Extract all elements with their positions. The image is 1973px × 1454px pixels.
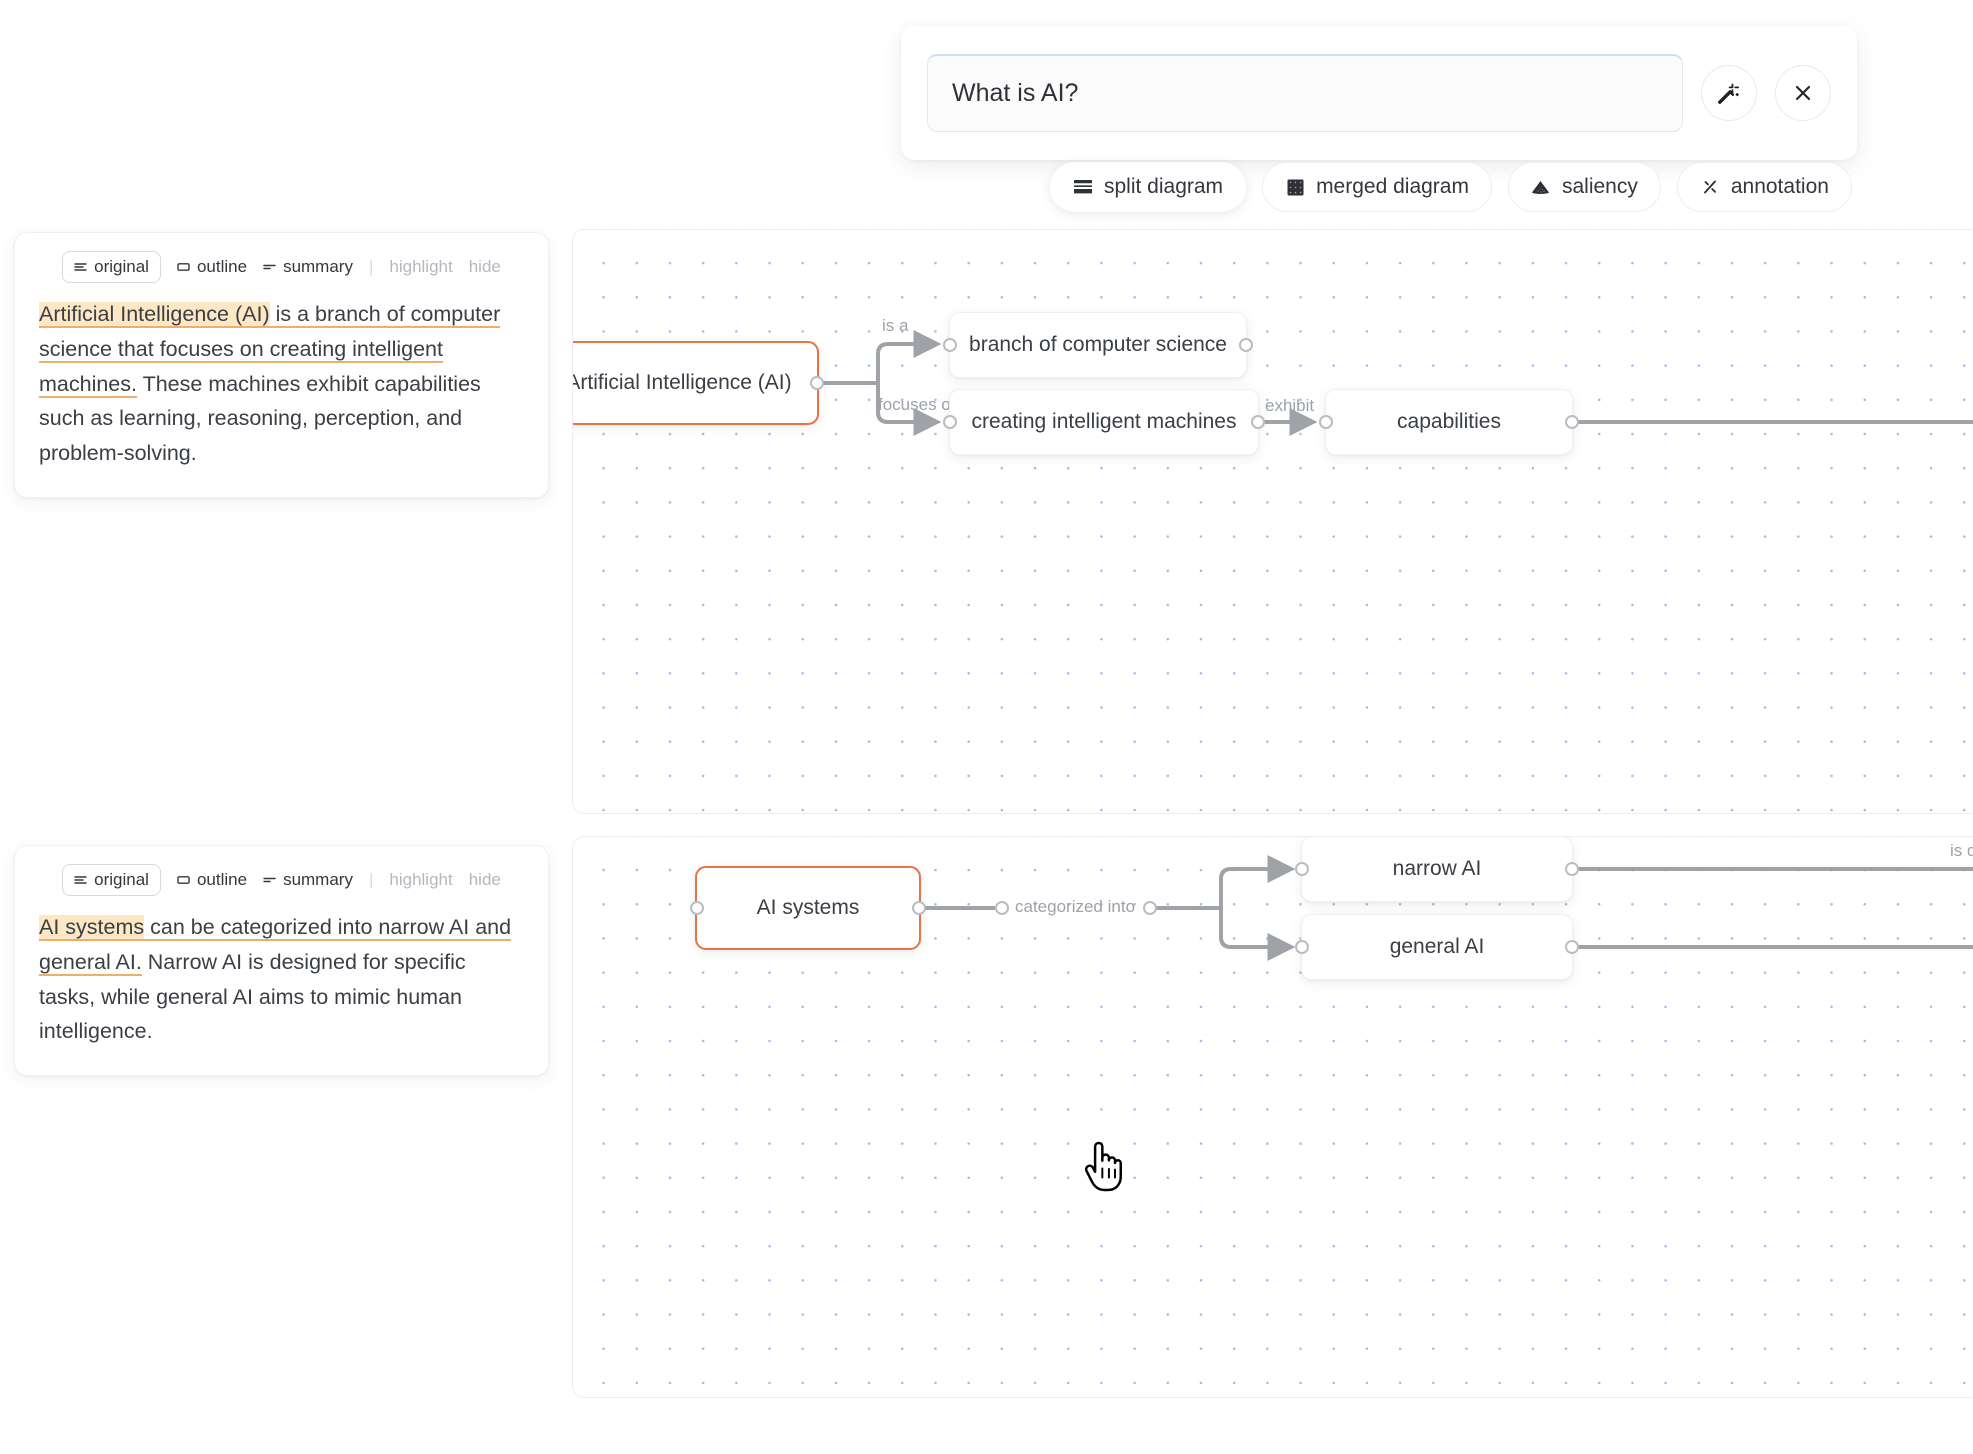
summary-lines-icon [263,257,276,277]
card-2-view-original[interactable]: original [62,864,161,896]
diagram-1-node-4-label: capabilities [1397,410,1501,433]
node-handle-left[interactable] [943,415,957,429]
diagram-1-node-artificial-intelligence[interactable]: Artificial Intelligence (AI) [572,341,824,425]
node-handle-right[interactable] [1239,338,1253,352]
card-2-underlined-text[interactable]: can be categorized into narrow AI and ge… [39,915,512,976]
card-1-view-summary-label: summary [283,257,353,276]
node-handle-left[interactable] [1295,862,1309,876]
node-handle-left[interactable] [1295,940,1309,954]
diagram-2-node-2-label: narrow AI [1392,857,1482,880]
diagram-2-node-narrow-ai[interactable]: narrow AI [1295,837,1579,902]
node-handle-right[interactable] [810,376,824,390]
lines-icon [74,870,87,890]
diagram-1-node-capabilities[interactable]: capabilities [1319,389,1579,455]
card-1-divider: | [368,257,374,276]
search-bar [901,26,1857,160]
card-1-view-summary[interactable]: summary [263,257,353,277]
node-handle-left[interactable] [690,901,704,915]
card-1-body: Artificial Intelligence (AI) is a branch… [39,297,524,471]
diagram-canvas-split-1[interactable]: is a focuses on exhibit Artificial Intel… [572,229,1973,814]
diagram-2-node-1-label: AI systems [756,896,860,919]
summary-lines-icon [263,870,276,890]
close-icon [1791,81,1815,105]
tab-saliency[interactable]: saliency [1507,162,1661,212]
card-1-underlined-text[interactable]: is a branch of computer science that foc… [39,302,501,398]
diagram-1-edge-label-focuses-on: focuses on [878,395,961,414]
diagram-1-edge-label-exhibit: exhibit [1265,396,1315,415]
diagram-1-node-2-label: branch of computer science [969,333,1227,356]
card-2-body: AI systems can be categorized into narro… [39,910,524,1049]
diagram-1-node-3-label: creating intelligent machines [971,410,1237,433]
text-card-1: original outline summary | high [14,232,549,499]
diagram-2-edge-label-categorized-into: categorized into [1015,897,1136,916]
diagram-2-edge-label-is-designed: is d [1950,841,1973,860]
card-2-hide-toggle[interactable]: hide [468,870,501,889]
card-2-view-outline[interactable]: outline [177,870,247,890]
card-2-view-outline-label: outline [196,870,248,889]
tab-annotation-label: annotation [1730,175,1829,198]
tab-split-diagram[interactable]: split diagram [1050,162,1247,212]
rectangle-icon [177,257,190,277]
diagram-2-node-3-label: general AI [1389,935,1485,958]
split-diagram-icon [1073,177,1093,197]
card-1-hide-toggle[interactable]: hide [468,257,501,276]
saliency-icon [1531,177,1551,197]
tab-split-diagram-label: split diagram [1104,175,1224,198]
card-2-highlighted-phrase[interactable]: AI systems [39,915,145,941]
card-1-view-original-label: original [94,257,149,276]
mode-toolbar: split diagram merged diagram [1050,162,1852,212]
card-1-view-outline[interactable]: outline [177,257,247,277]
diagram-2-node-ai-systems[interactable]: AI systems [690,866,926,950]
card-2-view-summary-label: summary [283,870,353,889]
node-handle-right[interactable] [1251,415,1265,429]
card-2-view-summary[interactable]: summary [263,870,353,890]
lines-icon [74,257,87,277]
search-input[interactable] [927,54,1683,132]
card-1-highlighted-phrase[interactable]: Artificial Intelligence (AI) [39,302,270,328]
card-2-controls: original outline summary | high [39,864,524,896]
diagram-2-edge-handle-right[interactable] [1143,901,1157,915]
card-1-view-outline-label: outline [196,257,248,276]
diagram-2-node-general-ai[interactable]: general AI [1295,914,1579,980]
annotation-icon [1700,177,1720,197]
diagram-1-node-1-label: Artificial Intelligence (AI) [572,371,792,394]
card-2-plain-text: Narrow AI is designed for specific tasks… [39,949,466,1044]
node-handle-right[interactable] [1565,862,1579,876]
diagram-2-edge-handle-left[interactable] [995,901,1009,915]
card-1-view-original[interactable]: original [62,251,161,283]
diagram-1-node-branch-of-computer-science[interactable]: branch of computer science [943,312,1253,378]
magic-wand-icon [1716,80,1742,106]
card-2-divider: | [368,870,374,889]
node-handle-left[interactable] [943,338,957,352]
tab-annotation[interactable]: annotation [1676,162,1852,212]
diagram-1-edge-label-is-a: is a [882,316,909,335]
diagram-1-edges [819,330,1973,436]
diagram-1-node-creating-intelligent-machines[interactable]: creating intelligent machines [943,389,1265,455]
card-2-highlight-toggle[interactable]: highlight [389,870,453,889]
merged-diagram-icon [1285,177,1305,197]
card-1-highlight-toggle[interactable]: highlight [389,257,453,276]
node-handle-left[interactable] [1319,415,1333,429]
close-button[interactable] [1775,65,1831,121]
tab-saliency-label: saliency [1561,175,1638,198]
tab-merged-diagram-label: merged diagram [1316,175,1469,198]
card-1-plain-text: These machines exhibit capabilities such… [39,371,481,466]
rectangle-icon [177,870,190,890]
node-handle-right[interactable] [912,901,926,915]
card-1-controls: original outline summary | high [39,251,524,283]
card-2-view-original-label: original [94,870,149,889]
node-handle-right[interactable] [1565,415,1579,429]
diagram-canvas-split-2[interactable]: categorized into is d AI systems narrow … [572,836,1973,1398]
text-card-2: original outline summary | high [14,845,549,1077]
tab-merged-diagram[interactable]: merged diagram [1262,162,1492,212]
magic-wand-button[interactable] [1701,65,1757,121]
node-handle-right[interactable] [1565,940,1579,954]
